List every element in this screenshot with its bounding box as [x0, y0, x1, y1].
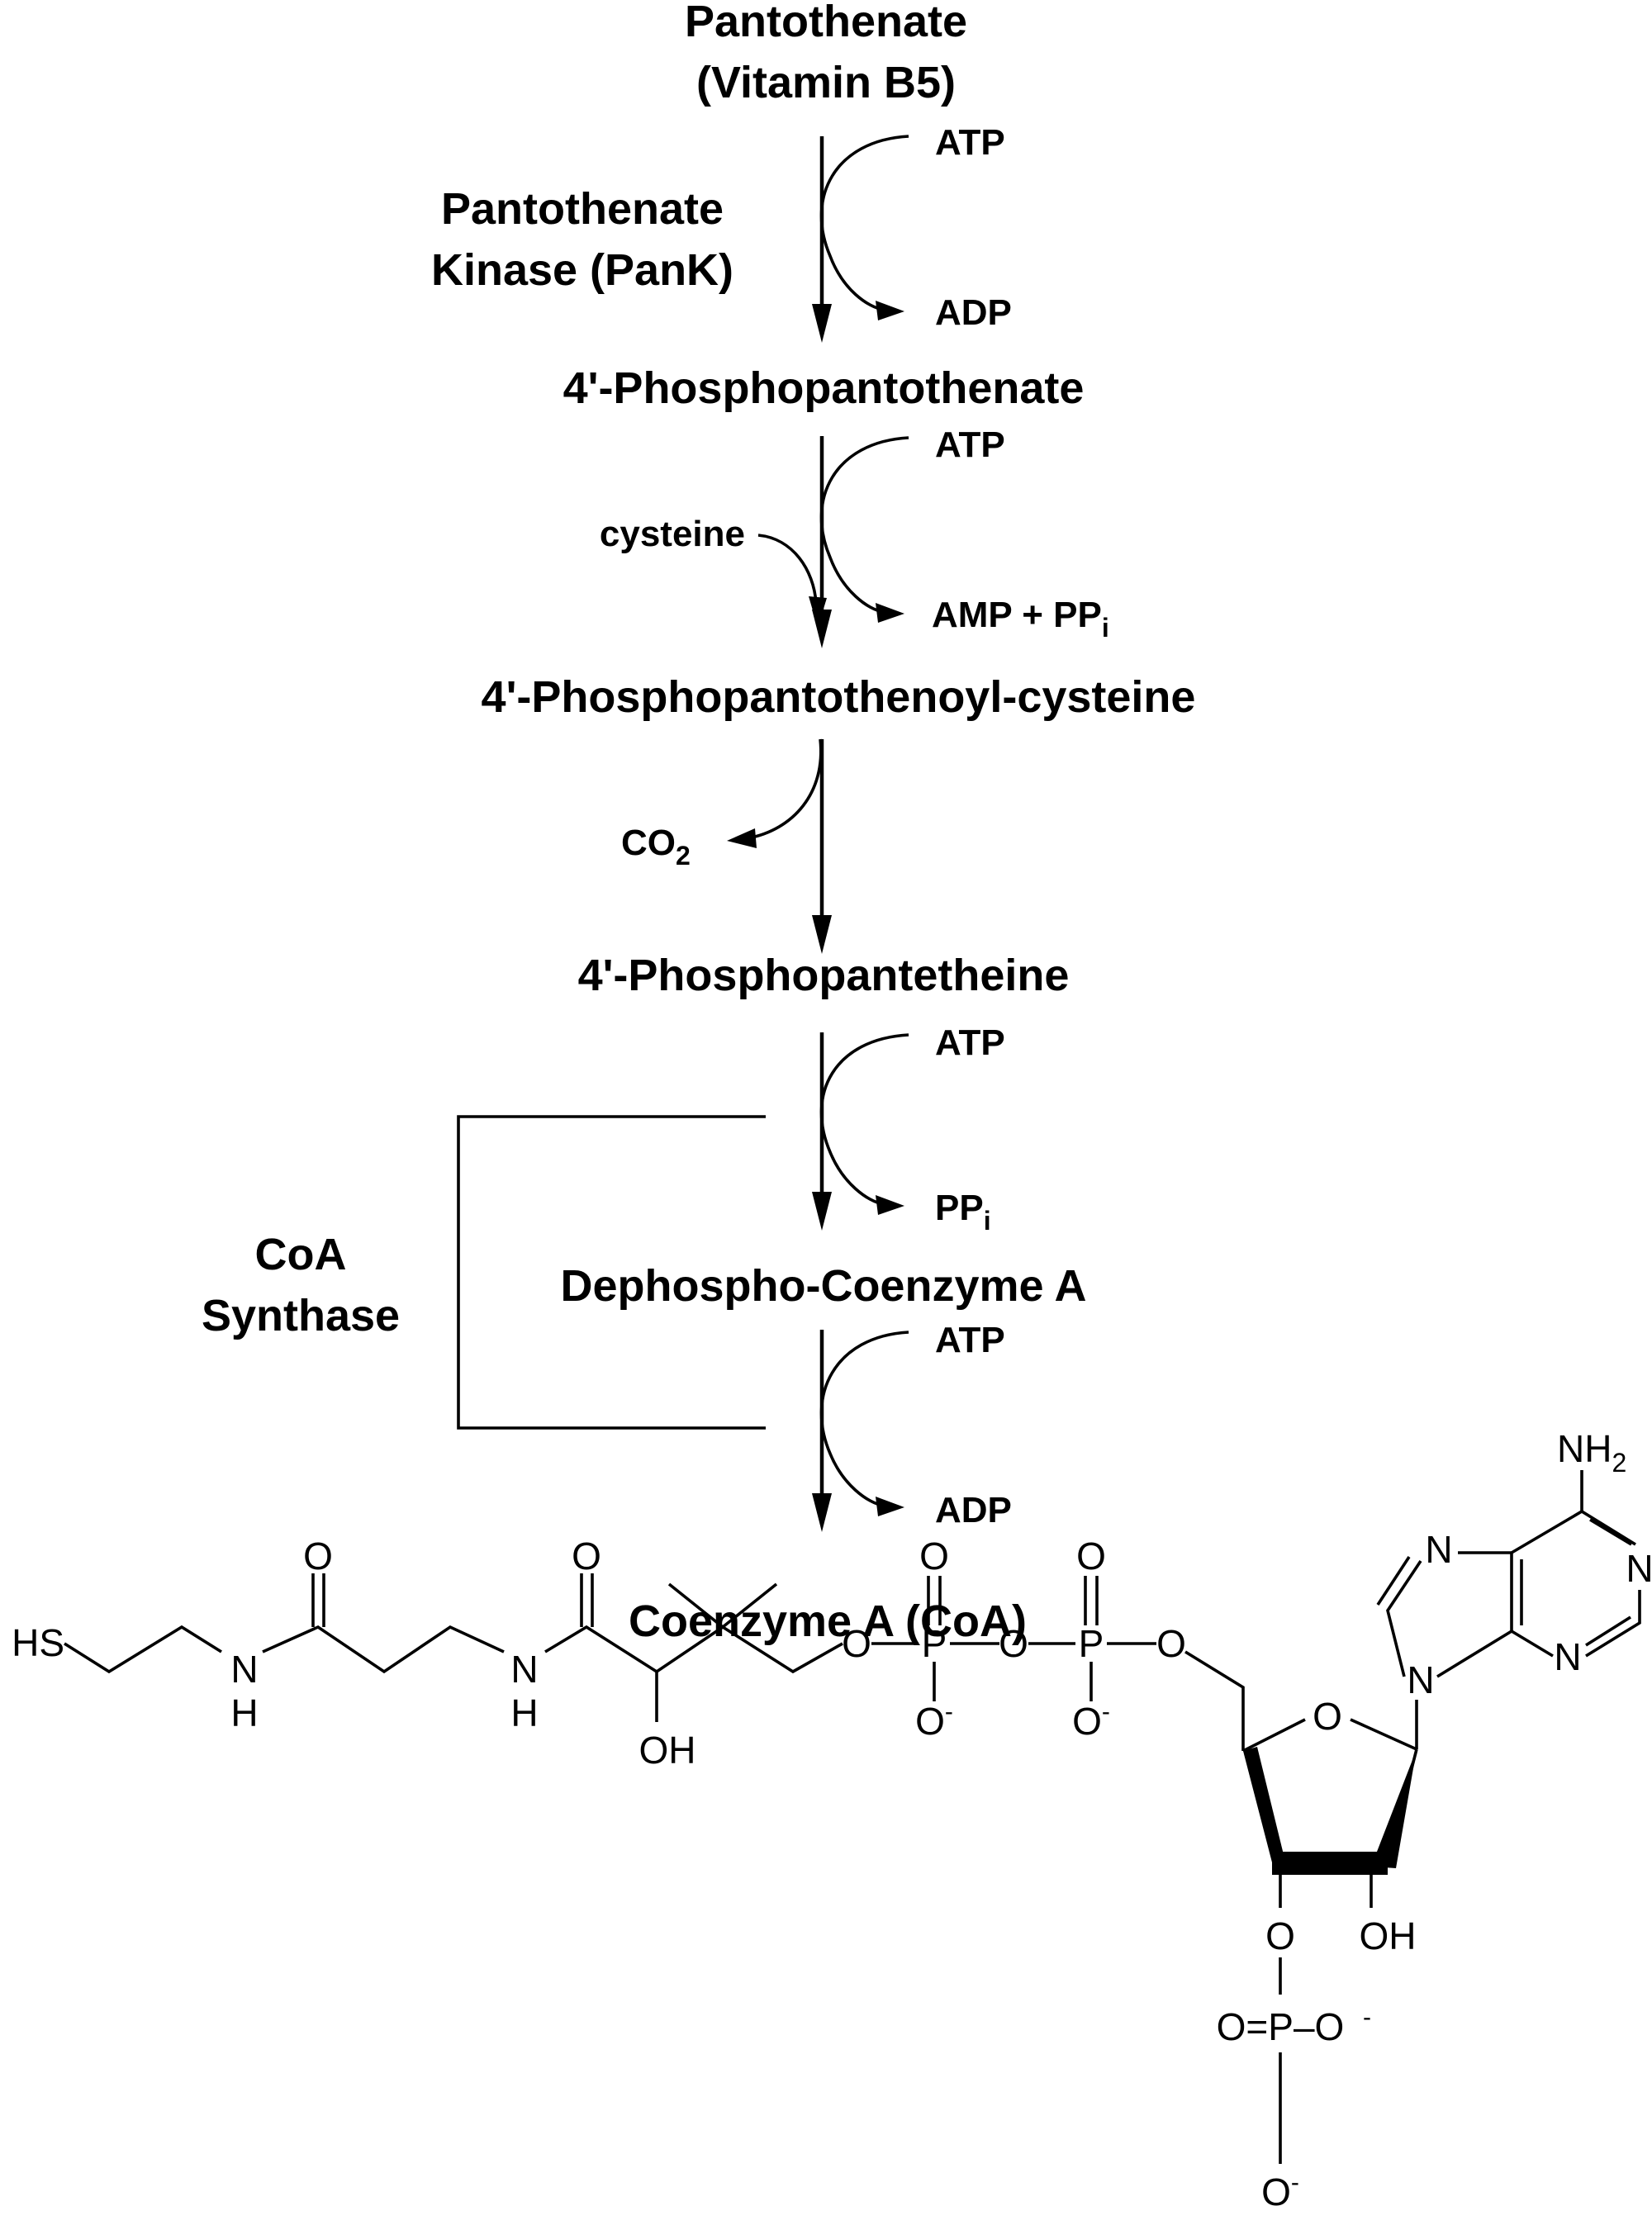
atom-n3: N — [1554, 1635, 1581, 1678]
atom-p1-o-minus: O- — [915, 1698, 953, 1743]
atom-nh2-n: N — [510, 1648, 538, 1691]
atom-terminal-o-right-charge: - — [1363, 2004, 1371, 2031]
atom-n7: N — [1425, 1528, 1452, 1571]
step2-cysteine-label: cysteine — [600, 514, 745, 554]
compound-phosphopantothenoyl-cysteine: 4'-Phosphopantothenoyl-cysteine — [482, 672, 1196, 722]
compound-coa: Coenzyme A (CoA) — [629, 1596, 1027, 1646]
step4-ppi-label: PPi — [935, 1188, 991, 1236]
atom-amino: NH2 — [1557, 1427, 1626, 1478]
atom-terminal-o-bottom-main: O — [1261, 2170, 1291, 2213]
step3-co2-label: CO2 — [621, 823, 691, 871]
enzyme-coa-synthase-line1: CoA — [255, 1230, 347, 1279]
compound-phosphopantothenate: 4'-Phosphopantothenate — [563, 363, 1085, 413]
coa-chemical-structure — [64, 1470, 1641, 2164]
compound-pantothenate: Pantothenate — [685, 0, 967, 46]
atom-p1-charge: - — [945, 1698, 953, 1725]
atom-phosphorus2: P — [1079, 1622, 1104, 1665]
step4-ppi-main: PP — [935, 1188, 984, 1228]
atom-p1-o-minus-main: O — [915, 1700, 945, 1743]
atom-n1: N — [1626, 1547, 1652, 1590]
atom-nh1-h: H — [230, 1691, 258, 1734]
atom-carbonyl-o2: O — [572, 1535, 601, 1577]
coa-synthase-bracket — [457, 1115, 766, 1430]
enzyme-pank-line1: Pantothenate — [441, 184, 724, 234]
atom-p2-oxo: O — [1076, 1535, 1106, 1577]
atom-p2-o-minus: O- — [1072, 1698, 1110, 1743]
step3-co2-main: CO — [621, 823, 676, 863]
step2-amp-ppi-label: AMP + PPi — [932, 595, 1109, 643]
step4-ppi-subscript: i — [984, 1206, 991, 1236]
step5-adp-label: ADP — [935, 1490, 1012, 1530]
step1-reaction-arrow — [812, 135, 909, 343]
step3-reaction-arrow — [727, 738, 832, 954]
atom-ribose-o: O — [1313, 1695, 1342, 1738]
atom-nh1-n: N — [230, 1648, 258, 1691]
step5-atp-label: ATP — [935, 1320, 1005, 1360]
atom-ribose-oh: OH — [1360, 1914, 1417, 1957]
atom-hydroxyl: OH — [639, 1729, 696, 1772]
step1-adp-label: ADP — [935, 292, 1012, 333]
atom-terminal-o-bottom: O- — [1261, 2169, 1299, 2213]
step3-co2-subscript: 2 — [676, 841, 691, 871]
atom-terminal-phosphate: O=P–O — [1217, 2005, 1345, 2048]
compound-phosphopantetheine: 4'-Phosphopantetheine — [578, 951, 1070, 1000]
atom-terminal-o-bottom-charge: - — [1291, 2169, 1299, 2196]
enzyme-coa-synthase-line2: Synthase — [202, 1291, 400, 1340]
atom-p2-o-minus-main: O — [1072, 1700, 1102, 1743]
atom-nh2-h: H — [510, 1691, 538, 1734]
compound-pantothenate-alt: (Vitamin B5) — [696, 58, 956, 107]
atom-n9: N — [1407, 1658, 1434, 1701]
step5-reaction-arrow — [812, 1330, 909, 1532]
atom-thiol: HS — [12, 1621, 64, 1664]
atom-p1-oxo: O — [919, 1535, 949, 1577]
step2-amp-ppi-main: AMP + PP — [932, 595, 1102, 635]
atom-p2-charge: - — [1102, 1698, 1110, 1725]
atom-carbonyl-o1: O — [303, 1535, 333, 1577]
step4-atp-label: ATP — [935, 1022, 1005, 1063]
atom-bridge-o: O — [999, 1622, 1028, 1665]
step2-reaction-arrow — [757, 436, 909, 648]
atom-amino-main: NH — [1557, 1427, 1612, 1470]
enzyme-pank-line2: Kinase (PanK) — [431, 245, 733, 295]
atom-terminal-o-right: - — [1363, 2004, 1371, 2031]
step2-atp-label: ATP — [935, 425, 1005, 465]
step1-atp-label: ATP — [935, 122, 1005, 163]
atom-ester-o1: O — [842, 1622, 871, 1665]
atom-phosphorus1: P — [922, 1622, 947, 1665]
atom-ribose-3-o: O — [1265, 1914, 1295, 1957]
step4-reaction-arrow — [812, 1032, 909, 1231]
atom-ester-o2: O — [1156, 1622, 1186, 1665]
atom-amino-subscript: 2 — [1612, 1448, 1626, 1478]
compound-dephospho-coa: Dephospho-Coenzyme A — [560, 1261, 1086, 1311]
step2-ppi-subscript: i — [1102, 613, 1109, 643]
